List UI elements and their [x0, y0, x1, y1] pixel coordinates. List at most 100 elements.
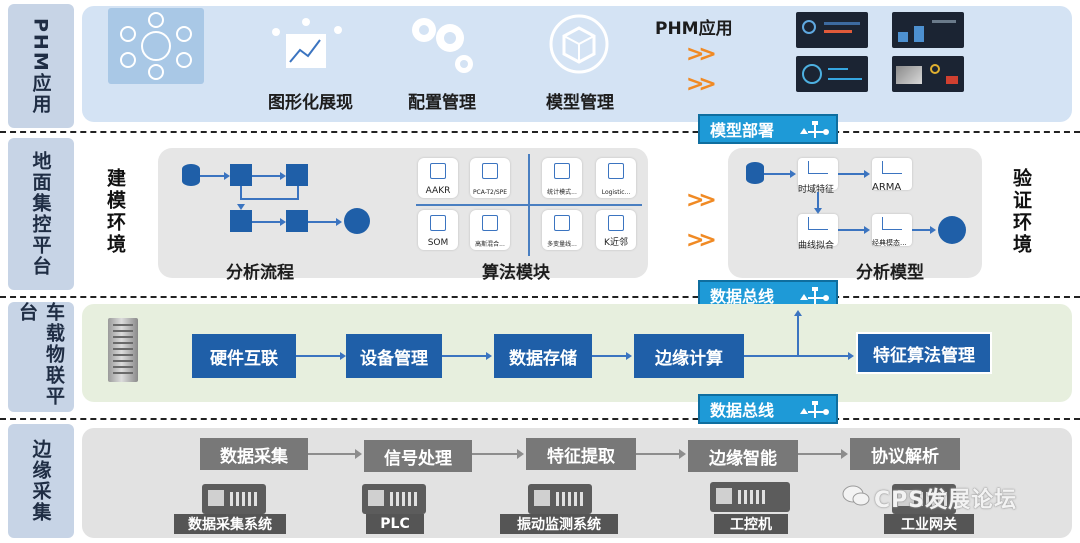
flow-arrow	[336, 218, 342, 226]
device-plc-label: PLC	[366, 514, 424, 534]
algo-multivar[interactable]: 多变量线...	[542, 210, 582, 250]
edge-step-protocol[interactable]: 协议解析	[850, 438, 960, 470]
model-node-label: ARMA	[872, 182, 902, 193]
edge-step-signal[interactable]: 信号处理	[364, 440, 472, 472]
step-feature-algo-management[interactable]: 特征算法管理	[856, 332, 992, 374]
dashboard-thumbnail	[892, 12, 964, 48]
edge-step-feature[interactable]: 特征提取	[526, 438, 636, 470]
vehicle-arrow	[848, 352, 854, 360]
phm-hub-icon	[108, 8, 204, 84]
flow-connector	[240, 198, 298, 200]
dashboard-thumbnail	[796, 12, 868, 48]
flow-connector	[240, 186, 242, 200]
vehicle-connector	[296, 355, 342, 357]
database-icon	[746, 162, 764, 184]
flow-arrow	[280, 218, 286, 226]
model-node-timefeat[interactable]	[798, 158, 838, 190]
algo-logistic[interactable]: Logistic...	[596, 158, 636, 198]
flow-arrow	[864, 226, 870, 234]
flow-arrow	[814, 208, 822, 214]
watermark-text: CPS发展论坛	[874, 488, 1018, 513]
flow-connector	[252, 175, 282, 177]
model-panel	[728, 148, 982, 278]
model-end-node	[938, 216, 966, 244]
flow-connector	[764, 173, 792, 175]
algo-som[interactable]: SOM	[418, 210, 458, 250]
model-node-icon	[882, 217, 902, 230]
vehicle-arrow	[626, 352, 632, 360]
flow-connector	[838, 229, 866, 231]
step-edge-computing[interactable]: 边缘计算	[634, 334, 744, 378]
edge-arrow	[308, 449, 362, 459]
model-label: 分析模型	[856, 263, 924, 283]
flow-arrow	[280, 172, 286, 180]
algo-knn[interactable]: K近邻	[596, 210, 636, 250]
model-node-icon	[808, 217, 828, 230]
gear-icon	[406, 12, 476, 76]
algo-gmm[interactable]: 高斯混合...	[470, 210, 510, 250]
algo-icon	[482, 215, 498, 231]
layer-label-vehicle: 车载物联平台	[8, 302, 74, 412]
flow-connector	[252, 221, 282, 223]
server-icon	[108, 318, 138, 382]
algo-icon	[430, 163, 446, 179]
algo-icon	[554, 215, 570, 231]
vehicle-arrow	[486, 352, 492, 360]
separator-1	[0, 131, 1080, 133]
device-daq-label: 数据采集系统	[174, 514, 286, 534]
edge-step-intelligence[interactable]: 边缘智能	[688, 440, 798, 472]
device-vibration-label: 振动监测系统	[500, 514, 618, 534]
flow-arrow	[224, 172, 230, 180]
phm-item-model: 模型管理	[546, 93, 614, 113]
bus-node-icon	[800, 401, 829, 418]
algo-divider	[528, 154, 530, 256]
chevron-right-icon: >>	[686, 228, 717, 253]
step-data-storage[interactable]: 数据存储	[494, 334, 592, 378]
separator-2	[0, 296, 1080, 298]
cube-icon	[544, 12, 614, 76]
flow-connector	[817, 192, 819, 210]
algo-icon	[608, 215, 624, 231]
flow-arrow	[790, 170, 796, 178]
chevron-right-icon: >>	[686, 188, 717, 213]
model-node-modal[interactable]	[872, 214, 912, 246]
device-gateway-icon	[892, 484, 956, 514]
flow-node	[230, 164, 252, 186]
model-node-arma[interactable]	[872, 158, 912, 190]
algo-label: 算法模块	[482, 263, 550, 283]
model-node-icon	[808, 161, 828, 174]
model-deploy-bus: 模型部署	[698, 114, 838, 144]
algo-aakr[interactable]: AAKR	[418, 158, 458, 198]
model-node-label: 时域特征	[798, 185, 835, 195]
modeling-env-label: 建模环境	[104, 168, 126, 256]
dashboard-thumbnail	[892, 56, 964, 92]
model-node-label: 曲线拟合	[798, 241, 835, 251]
algo-icon	[430, 215, 446, 231]
algo-stat[interactable]: 统计模式...	[542, 158, 582, 198]
device-ipc-icon	[710, 482, 790, 512]
phm-item-config: 配置管理	[408, 93, 476, 113]
device-ipc-label: 工控机	[714, 514, 788, 534]
model-node-curvefit[interactable]	[798, 214, 838, 246]
flow-node	[286, 164, 308, 186]
edge-step-collect[interactable]: 数据采集	[200, 438, 308, 470]
dashboard-thumbnail	[796, 56, 868, 92]
chevron-right-icon: >>	[686, 42, 717, 67]
vehicle-connector-up	[797, 316, 799, 356]
wechat-icon	[842, 485, 870, 506]
layer-label-phm: PHM应用	[8, 4, 74, 128]
device-daq-icon	[202, 484, 266, 514]
flow-end-node	[344, 208, 370, 234]
vehicle-arrow	[340, 352, 346, 360]
chart-icon	[268, 16, 348, 72]
flow-label: 分析流程	[226, 263, 294, 283]
step-device-management[interactable]: 设备管理	[346, 334, 442, 378]
separator-3	[0, 418, 1080, 420]
edge-arrow	[472, 449, 524, 459]
model-node-label: 经典模态...	[872, 239, 907, 247]
vehicle-connector	[442, 355, 488, 357]
vehicle-connector	[592, 355, 628, 357]
algo-pca[interactable]: PCA-T2/SPE	[470, 158, 510, 198]
flow-connector	[200, 175, 226, 177]
step-hardware-interconnect[interactable]: 硬件互联	[192, 334, 296, 378]
